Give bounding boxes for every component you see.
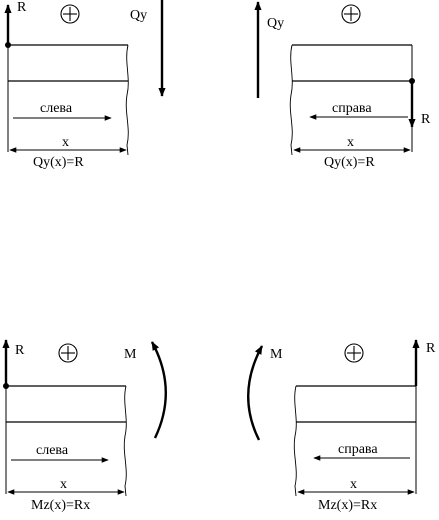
- formula: Qy(x)=R: [33, 155, 84, 170]
- plus-sign-icon: [344, 343, 364, 363]
- plus-sign-icon: [58, 343, 78, 363]
- moment-arc-arrow: [247, 345, 264, 441]
- direction-label: справа: [332, 101, 372, 116]
- cut-section-wavy-line: [293, 385, 297, 497]
- direction-label: справа: [338, 442, 378, 457]
- panel-shear-right: R Qy справа x Qy(x)=R: [254, 1, 431, 170]
- plus-sign-icon: [341, 4, 361, 24]
- force-label: R: [15, 343, 25, 358]
- force-application-point: [5, 42, 11, 48]
- panel-moment-right: R M справа x Mz(x)=Rx: [247, 339, 436, 513]
- panel-shear-left: R Qy слева x Qy(x)=R: [4, 0, 166, 170]
- force-label: R: [421, 112, 431, 127]
- force-label: R: [426, 341, 436, 356]
- plus-sign-icon: [60, 4, 80, 24]
- formula: Mz(x)=Rx: [31, 498, 90, 513]
- formula: Mz(x)=Rx: [318, 498, 377, 513]
- cut-section-wavy-line: [123, 385, 127, 497]
- cut-section-wavy-line: [289, 44, 293, 156]
- formula: Qy(x)=R: [324, 155, 375, 170]
- span-label: x: [60, 477, 67, 492]
- panel-moment-left: R M слева x Mz(x)=Rx: [2, 339, 167, 513]
- force-application-point: [3, 383, 9, 389]
- force-label: R: [17, 0, 27, 15]
- span-label: x: [350, 477, 357, 492]
- direction-label: слева: [40, 101, 73, 116]
- span-label: x: [62, 135, 69, 150]
- shear-label: Qy: [130, 8, 147, 23]
- direction-label: слева: [36, 443, 69, 458]
- moment-label: M: [270, 347, 283, 362]
- span-label: x: [347, 135, 354, 150]
- cut-section-wavy-line: [125, 44, 129, 156]
- moment-label: M: [124, 347, 137, 362]
- force-application-point: [409, 78, 415, 84]
- moment-arc-arrow: [150, 341, 167, 439]
- shear-label: Qy: [267, 16, 284, 31]
